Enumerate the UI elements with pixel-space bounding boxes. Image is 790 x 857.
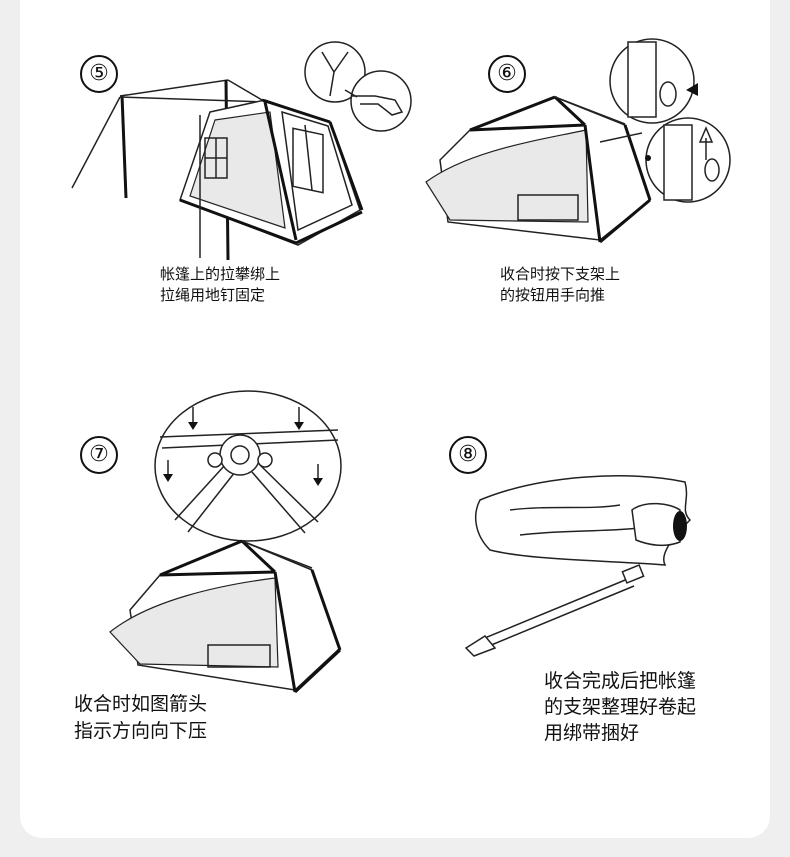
step-6-number: ⑥ <box>488 55 526 93</box>
step-5-illustration <box>71 41 412 261</box>
step-5-number: ⑤ <box>80 55 118 93</box>
step-5-caption-line-2: 拉绳用地钉固定 <box>160 286 266 304</box>
step-7-caption-line-2: 指示方向向下压 <box>74 720 208 742</box>
instruction-card <box>20 0 770 838</box>
step-8-number: ⑧ <box>449 436 487 474</box>
step-8-caption-line-2: 的支架整理好卷起 <box>544 696 697 718</box>
step-8-caption-line-1: 收合完成后把帐篷 <box>544 670 697 692</box>
step-6-caption-line-2: 的按钮用手向推 <box>500 286 606 304</box>
step-8-caption-line-3: 用绑带捆好 <box>544 722 640 744</box>
step-5-caption-line-1: 帐篷上的拉攀绑上 <box>160 265 281 283</box>
step-6-caption-line-1: 收合时按下支架上 <box>500 265 621 283</box>
step-7-caption-line-1: 收合时如图箭头 <box>74 693 208 715</box>
step-6-illustration <box>425 38 731 244</box>
step-7-number: ⑦ <box>80 436 118 474</box>
